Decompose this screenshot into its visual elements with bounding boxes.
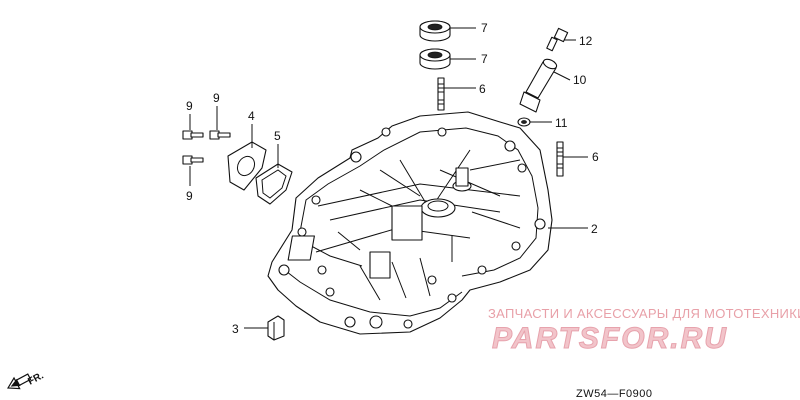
case-body <box>267 111 553 335</box>
case-lower-rim <box>281 267 463 317</box>
callout-6-center: 6 <box>479 82 486 96</box>
bearing-boss <box>420 198 456 218</box>
washer-11 <box>517 117 531 127</box>
watermark-tagline: ЗАПЧАСТИ И АКСЕССУАРЫ ДЛЯ МОТОТЕХНИКИ <box>488 306 800 321</box>
callout-9-top: 9 <box>213 91 220 105</box>
bolt-9-top <box>209 130 231 140</box>
callout-12: 12 <box>579 34 593 48</box>
callout-6-right: 6 <box>592 150 599 164</box>
callout-9-left: 9 <box>186 99 193 113</box>
bolt-12 <box>546 27 569 52</box>
oil-pipe-10 <box>519 58 558 113</box>
callout-7-upper: 7 <box>481 21 488 35</box>
oil-seal-lower <box>419 48 451 70</box>
bolt-9-bottom <box>182 155 204 165</box>
bearing-bore <box>427 200 449 212</box>
callout-11: 11 <box>555 116 568 130</box>
front-direction-label: FR. <box>26 370 46 387</box>
callout-5: 5 <box>274 129 281 143</box>
bolt-9-left <box>182 130 204 140</box>
gasket-5 <box>255 163 293 205</box>
case-window-left <box>287 235 315 261</box>
case-window-low <box>369 251 391 279</box>
case-bosses <box>278 127 546 329</box>
leader-lines <box>189 27 588 329</box>
callout-4: 4 <box>248 109 255 123</box>
callout-3: 3 <box>232 322 239 336</box>
callout-2: 2 <box>591 222 598 236</box>
diagram-code: ZW54—F0900 <box>576 388 653 400</box>
callout-9-bottom: 9 <box>186 189 193 203</box>
callout-7-lower: 7 <box>481 52 488 66</box>
stud-bolt-center <box>437 77 445 111</box>
front-direction-arrow <box>6 373 32 390</box>
oil-seal-upper <box>419 20 451 42</box>
case-inner-rim <box>299 127 539 277</box>
port-neck <box>455 167 469 187</box>
case-window-mid <box>391 205 423 241</box>
callout-10: 10 <box>573 73 587 87</box>
bracket-3 <box>267 315 285 341</box>
watermark-brand: PARTSFOR.RU <box>492 322 728 355</box>
stud-bolt-right <box>556 141 564 177</box>
